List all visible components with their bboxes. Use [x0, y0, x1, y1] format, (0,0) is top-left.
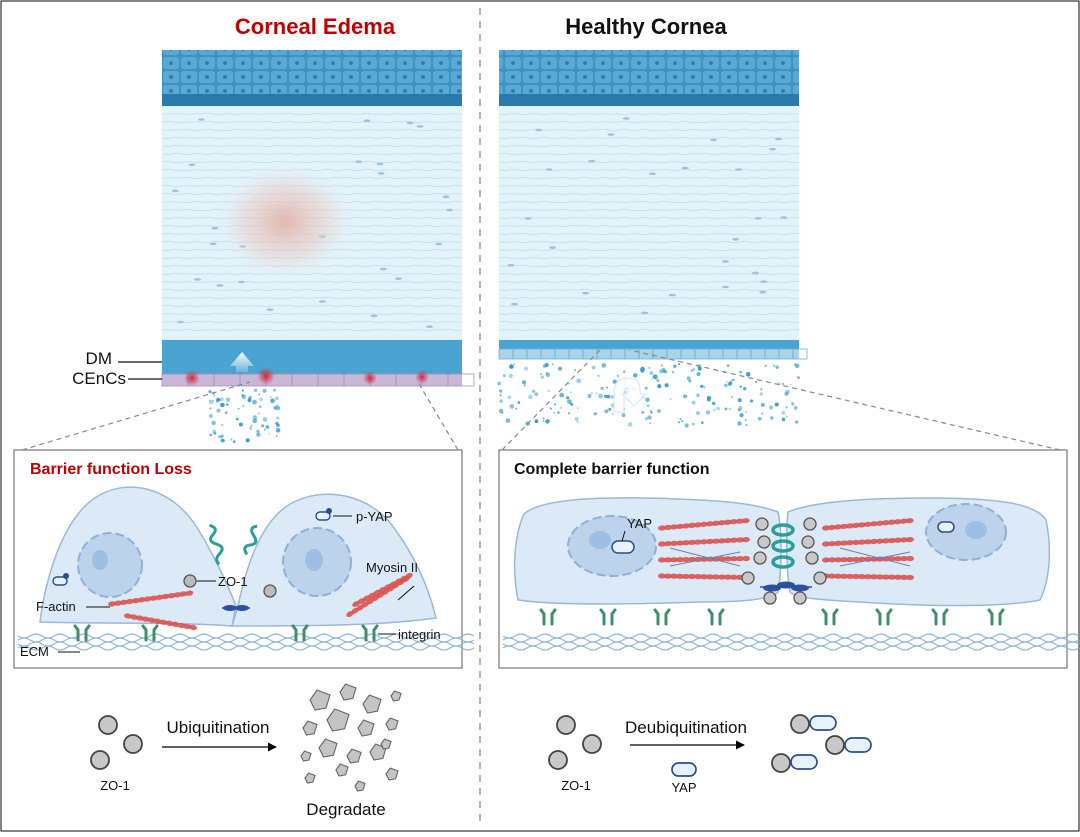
panel-barrier-loss: Barrier function Loss — [13, 449, 475, 669]
panel-title-barrier-loss: Barrier function Loss — [30, 461, 192, 478]
fluid-droplets — [208, 388, 281, 444]
zoom-line — [417, 381, 459, 451]
nucleolus — [92, 550, 108, 570]
descemet-membrane — [499, 340, 799, 349]
zo1-protein — [183, 574, 197, 588]
adherens-junction — [760, 581, 812, 592]
tight-junction — [771, 523, 795, 569]
zo1-protein — [263, 584, 277, 598]
lesion-marker — [363, 371, 377, 385]
epithelium-layer — [162, 50, 462, 96]
label-yap: YAP — [671, 780, 696, 795]
label-ecm: ECM — [20, 644, 49, 659]
zo1-protein — [582, 734, 602, 754]
title-healthy-cornea: Healthy Cornea — [565, 14, 727, 39]
fluid-influx-arrow — [230, 352, 254, 372]
ubiquitination-scheme: ZO-1 Ubiquitination Degradate — [90, 683, 402, 819]
zo1-protein — [98, 715, 118, 735]
integrins — [73, 624, 379, 642]
process-deubiquitination: Deubiquitination — [625, 718, 747, 737]
nucleolus — [305, 549, 323, 571]
label-leader — [621, 530, 626, 542]
endothelial-cell-outlines — [498, 348, 808, 360]
cornea-edema-block: DM CEnCs — [72, 50, 475, 444]
label-leader — [397, 585, 415, 601]
adherens-junction — [222, 605, 250, 611]
phosphate-icon — [326, 508, 332, 514]
zoom-line — [629, 349, 1061, 451]
degraded-fragments — [300, 683, 402, 792]
epithelium-layer — [499, 50, 799, 96]
zo1-protein — [790, 714, 810, 734]
zo1-protein — [123, 734, 143, 754]
label-zo1: ZO-1 — [218, 574, 248, 589]
yap-protein — [809, 715, 837, 731]
lesion-marker — [415, 370, 429, 384]
zo1-protein — [90, 750, 110, 770]
nucleolus — [965, 521, 987, 539]
keratocytes — [171, 118, 454, 329]
pump-return-arrow — [613, 377, 648, 413]
keratocytes — [507, 117, 788, 315]
panel-complete-barrier: Complete barrier function YAP — [498, 449, 1080, 669]
basal-layer — [162, 94, 462, 106]
label-zo1: ZO-1 — [561, 778, 591, 793]
ecm-fibers — [17, 633, 475, 651]
zo1-cluster — [741, 517, 827, 605]
f-actin-bundles — [658, 518, 914, 581]
lesion-marker — [184, 370, 200, 386]
p-yap-protein — [315, 511, 331, 521]
label-yap: YAP — [627, 516, 652, 531]
stroma-lamellae — [498, 112, 800, 332]
zo1-protein — [556, 715, 576, 735]
label-zo1: ZO-1 — [100, 778, 130, 793]
zo1-protein — [771, 753, 791, 773]
label-myosin-ii: Myosin II — [366, 560, 418, 575]
nucleolus — [589, 531, 611, 549]
panel-title-complete-barrier: Complete barrier function — [514, 461, 710, 478]
zo1-protein — [548, 750, 568, 770]
yap-protein — [611, 540, 635, 554]
f-actin-bundles — [108, 572, 413, 631]
lesion-marker — [257, 367, 275, 385]
descemet-membrane — [162, 340, 462, 374]
process-ubiquitination: Ubiquitination — [166, 718, 269, 737]
cornea-healthy-block — [497, 50, 808, 428]
label-dm: DM — [86, 349, 112, 368]
yap-protein — [671, 762, 697, 777]
label-degradate: Degradate — [306, 800, 385, 819]
label-integrin: integrin — [398, 627, 441, 642]
label-f-actin: F-actin — [36, 599, 76, 614]
yap-protein — [790, 754, 818, 770]
stroma-layer — [499, 106, 799, 340]
zoom-line — [21, 381, 251, 451]
zo1-protein — [825, 735, 845, 755]
label-p-yap: p-YAP — [356, 509, 393, 524]
aqueous-droplets — [497, 362, 800, 428]
endothelial-cells-damaged — [162, 374, 462, 386]
zoom-line — [501, 349, 601, 451]
phosphate-icon — [63, 573, 69, 579]
endothelial-cell-right — [785, 497, 1051, 607]
edema-swelling — [213, 162, 357, 282]
ecm-fibers — [502, 633, 1080, 651]
label-cencs: CEnCs — [72, 369, 126, 388]
deubiquitination-scheme: ZO-1 Deubiquitination YAP — [548, 714, 872, 795]
tight-junction-fragment — [243, 524, 258, 556]
endothelial-cells-healthy — [499, 349, 799, 359]
title-corneal-edema: Corneal Edema — [235, 14, 396, 39]
basal-layer — [499, 94, 799, 106]
yap-protein — [844, 737, 872, 753]
integrins — [539, 608, 1005, 626]
tight-junction-fragment — [209, 523, 224, 566]
yap-protein — [937, 521, 955, 533]
nucleus — [77, 532, 143, 598]
p-yap-protein — [52, 576, 68, 586]
